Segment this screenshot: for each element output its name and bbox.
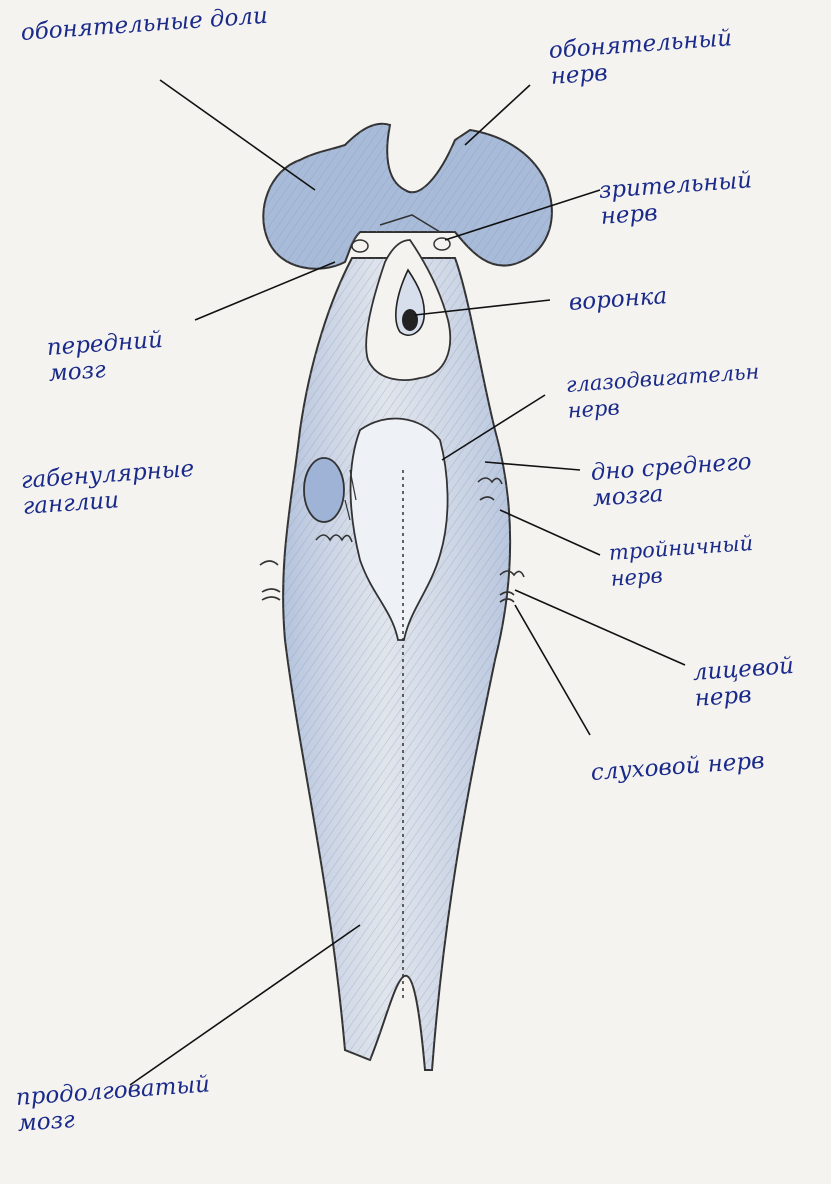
leader-medulla [130, 925, 360, 1085]
leader-auditory [515, 605, 590, 735]
leader-olfactory-lobes [160, 80, 315, 190]
label-forebrain: передний мозг [46, 327, 165, 387]
label-optic-nerve: зрительный нерв [598, 167, 755, 230]
leader-forebrain [195, 262, 335, 320]
label-facial-nerve: лицевой нерв [692, 653, 797, 712]
leader-facial [515, 590, 685, 665]
leader-trigeminal [500, 510, 600, 555]
label-trigeminal-nerve: тройничный нерв [608, 530, 756, 592]
leader-olfactory-nerve [465, 85, 530, 145]
